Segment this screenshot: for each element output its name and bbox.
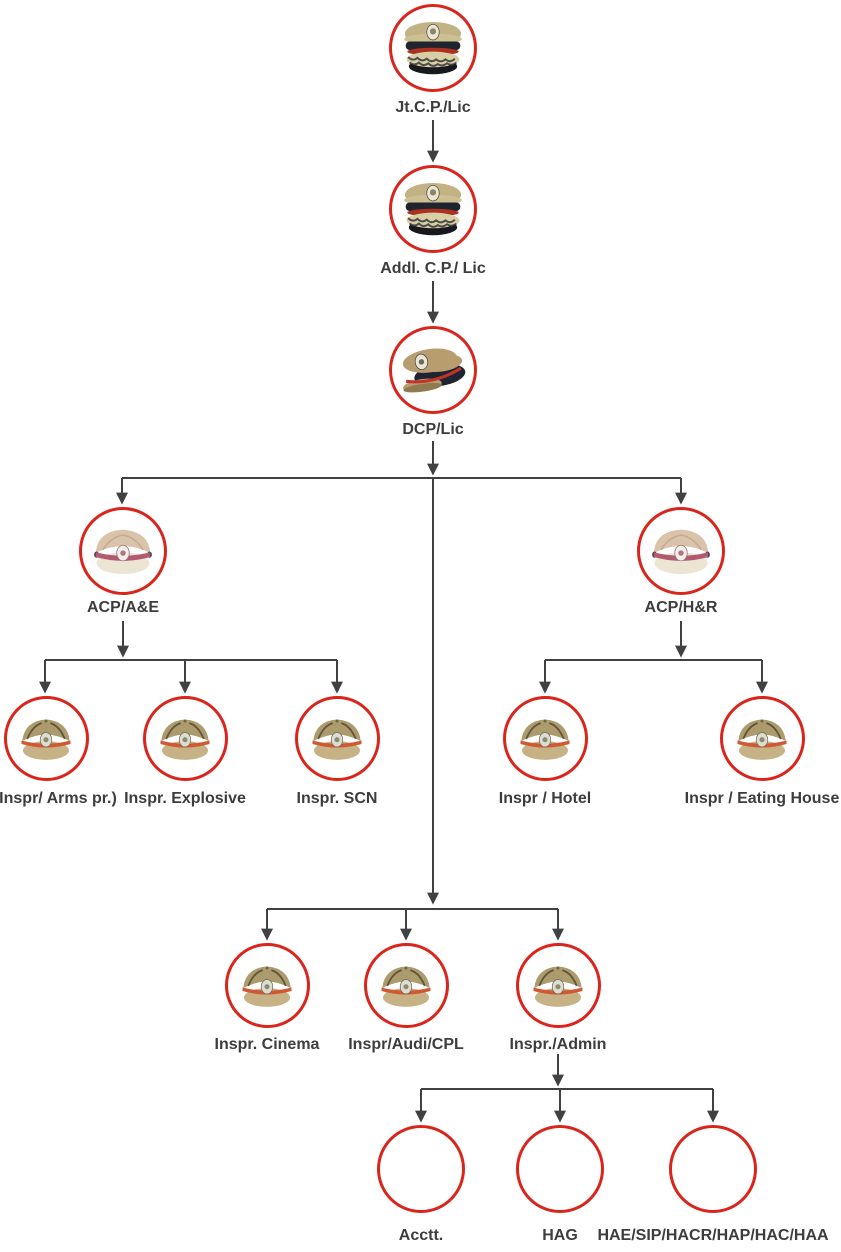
acp-hr-circle: [637, 507, 725, 595]
node-label: ACP/A&E: [86, 599, 159, 616]
node-acctt: Acctt.: [301, 1125, 541, 1245]
node-label: Inspr. Cinema: [214, 1036, 320, 1053]
insp-cinema-circle: [224, 943, 310, 1028]
node-acp-hr: ACP/H&R: [561, 507, 801, 617]
inspector-cap-icon: [726, 708, 798, 770]
insp-arms-circle: [3, 696, 89, 781]
node-label: Jt.C.P./Lic: [395, 99, 471, 116]
node-jtcp: Jt.C.P./Lic: [313, 4, 553, 117]
addlcp-circle: [389, 165, 477, 253]
acctt-circle: [377, 1125, 465, 1213]
insp-audi-circle: [363, 943, 449, 1028]
dcp-circle: [389, 326, 477, 414]
node-staff-pool: HAE/SIP/HACR/HAP/HAC/HAA: [593, 1125, 833, 1245]
node-label: Inspr/Audi/CPL: [348, 1036, 464, 1053]
dcp-cap-icon: [394, 337, 472, 404]
node-acp-ae: ACP/A&E: [3, 507, 243, 617]
inspector-cap-icon: [522, 955, 594, 1017]
node-insp-cinema: Inspr. Cinema: [147, 943, 387, 1054]
jtcp-circle: [389, 4, 477, 92]
node-insp-audi: Inspr/Audi/CPL: [286, 943, 526, 1054]
acp-ae-circle: [79, 507, 167, 595]
insp-explosive-circle: [142, 696, 228, 781]
node-insp-explosive: Inspr. Explosive: [65, 696, 305, 808]
staff-pool-circle: [669, 1125, 757, 1213]
senior-officer-cap-icon: [394, 176, 472, 243]
insp-scn-circle: [294, 696, 380, 781]
node-label: Addl. C.P./ Lic: [380, 260, 486, 277]
node-label: HAE/SIP/HACR/HAP/HAC/HAA: [597, 1227, 829, 1244]
senior-officer-cap-icon: [394, 15, 472, 82]
inspector-cap-icon: [149, 708, 221, 770]
node-label: Inspr / Hotel: [498, 790, 592, 807]
node-label: ACP/H&R: [644, 599, 718, 616]
node-label: HAG: [542, 1227, 578, 1244]
node-label: Inspr / Eating House: [684, 790, 840, 807]
node-insp-arms: Inspr/ Arms pr.): [0, 696, 166, 808]
hag-circle: [516, 1125, 604, 1213]
node-insp-scn: Inspr. SCN: [217, 696, 457, 808]
node-insp-admin: Inspr./Admin: [438, 943, 678, 1054]
insp-hotel-circle: [502, 696, 588, 781]
node-label: Inspr. SCN: [296, 790, 378, 807]
node-addlcp: Addl. C.P./ Lic: [313, 165, 553, 278]
node-label: Inspr/ Arms pr.): [0, 790, 117, 807]
node-hag: HAG: [440, 1125, 680, 1245]
node-label: DCP/Lic: [402, 421, 464, 438]
insp-eating-circle: [719, 696, 805, 781]
node-label: Inspr. Explosive: [124, 790, 246, 807]
acp-cap-icon: [642, 518, 720, 585]
acp-cap-icon: [84, 518, 162, 585]
node-dcp: DCP/Lic: [313, 326, 553, 439]
node-insp-hotel: Inspr / Hotel: [425, 696, 665, 808]
inspector-cap-icon: [509, 708, 581, 770]
inspector-cap-icon: [301, 708, 373, 770]
node-insp-eating: Inspr / Eating House: [642, 696, 841, 808]
node-label: Inspr./Admin: [509, 1036, 607, 1053]
inspector-cap-icon: [370, 955, 442, 1017]
node-label: Acctt.: [398, 1227, 444, 1244]
insp-admin-circle: [515, 943, 601, 1028]
